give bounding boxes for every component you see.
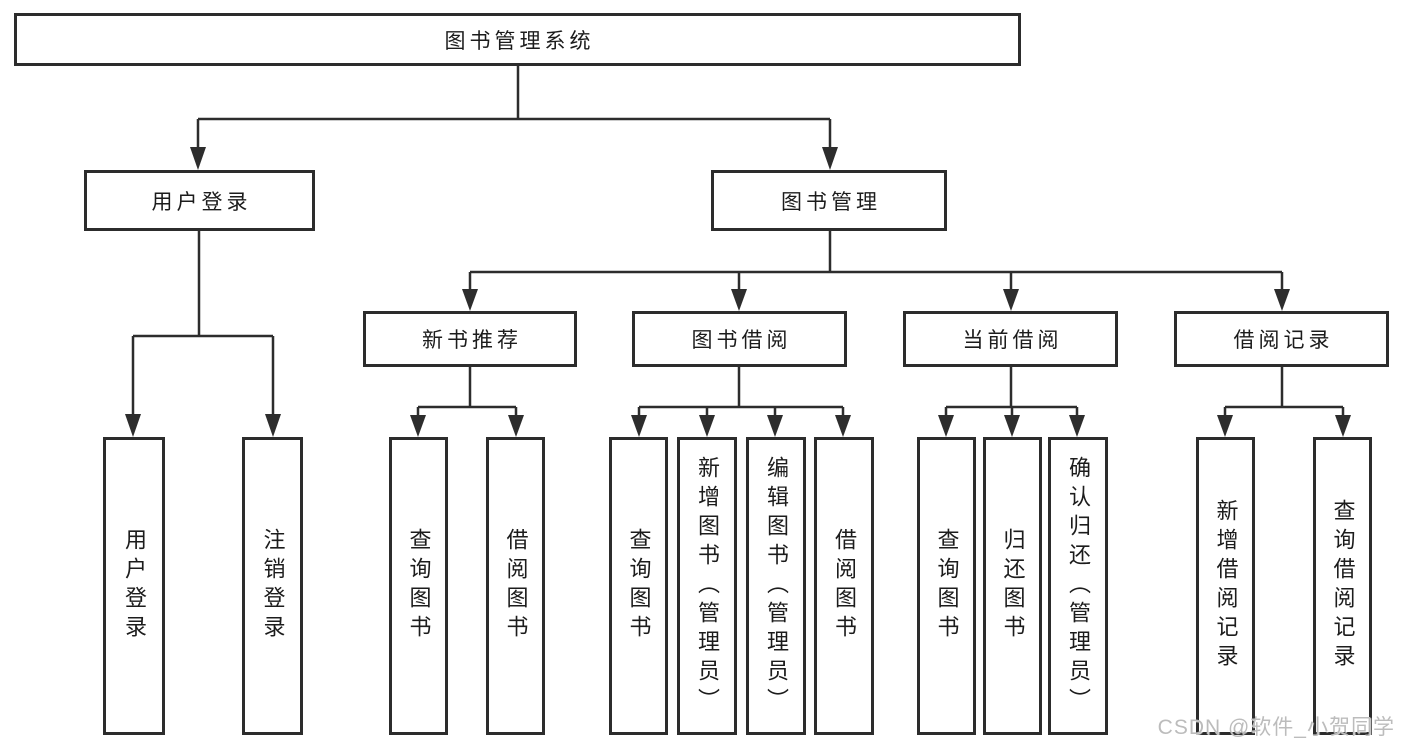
leaf-return-book: 归还图书 [983,437,1042,735]
leaf-label: 归还图书 [1000,528,1026,644]
leaf-confirm-return-admin: 确认归还（管理员） [1048,437,1108,735]
leaf-query-books: 查询图书 [389,437,448,735]
leaf-label: 注销登录 [260,528,286,644]
node-new-book-recommend: 新书推荐 [363,311,577,367]
node-book-borrow: 图书借阅 [632,311,847,367]
node-current-borrow: 当前借阅 [903,311,1118,367]
leaf-label: 查询图书 [406,528,432,644]
leaf-add-book-admin: 新增图书（管理员） [677,437,737,735]
leaf-logout: 注销登录 [242,437,303,735]
leaf-label: 确认归还（管理员） [1066,455,1091,717]
leaf-label: 借阅图书 [832,528,857,644]
node-user-login: 用户登录 [84,170,315,231]
node-label: 图书管理系统 [444,29,595,53]
node-library-management-system: 图书管理系统 [14,13,1021,66]
node-label: 图书管理 [781,190,881,214]
leaf-label: 借阅图书 [503,528,529,644]
node-label: 当前借阅 [962,329,1063,352]
leaf-query-borrow-record: 查询借阅记录 [1313,437,1372,735]
node-label: 新书推荐 [422,329,522,352]
leaf-borrow-books: 借阅图书 [486,437,545,735]
leaf-label: 用户登录 [122,528,147,644]
leaf-label: 查询图书 [934,528,960,644]
leaf-edit-book-admin: 编辑图书（管理员） [746,437,806,735]
watermark: CSDN @软件_小贺同学 [1157,716,1395,739]
leaf-label: 新增图书（管理员） [695,455,720,717]
leaf-query-books: 查询图书 [917,437,976,735]
node-label: 借阅记录 [1233,329,1334,352]
leaf-label: 查询借阅记录 [1330,499,1356,673]
node-label: 图书借阅 [691,329,792,352]
leaf-add-borrow-record: 新增借阅记录 [1196,437,1255,735]
leaf-label: 编辑图书（管理员） [764,455,789,717]
leaf-query-books: 查询图书 [609,437,668,735]
leaf-user-login: 用户登录 [103,437,165,735]
leaf-label: 查询图书 [626,528,652,644]
leaf-borrow-books: 借阅图书 [814,437,874,735]
leaf-label: 新增借阅记录 [1213,499,1239,673]
node-book-management: 图书管理 [711,170,947,231]
node-borrow-records: 借阅记录 [1174,311,1389,367]
node-label: 用户登录 [151,190,252,214]
